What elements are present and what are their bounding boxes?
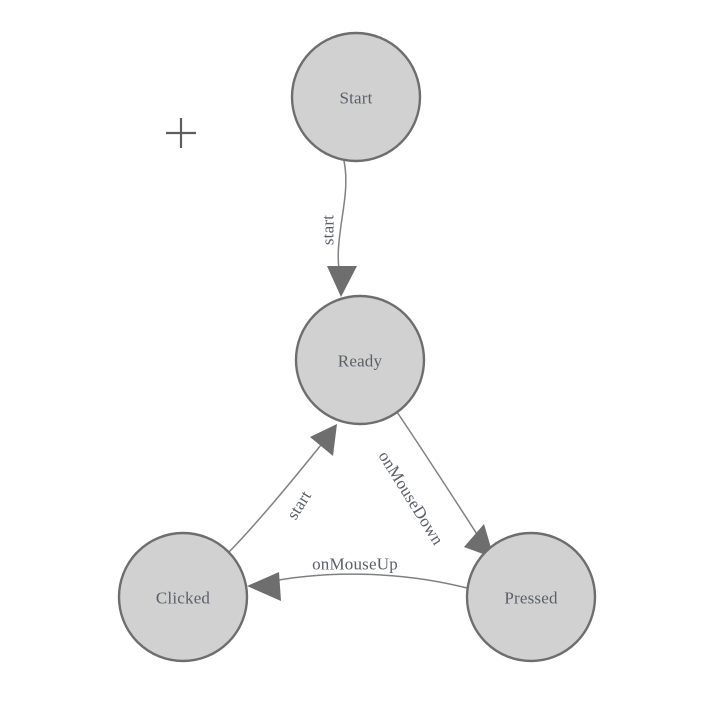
edge-path-start-to-ready: [337, 160, 347, 282]
node-circle-pressed[interactable]: [465, 531, 597, 663]
edge-label-start-to-ready: start: [319, 215, 338, 245]
arrowhead-clicked-to-ready: [310, 424, 337, 456]
node-ready[interactable]: Ready: [294, 294, 426, 426]
edge-clicked-to-ready[interactable]: start: [228, 424, 337, 553]
edge-pressed-to-clicked[interactable]: onMouseUp: [247, 555, 468, 602]
edge-label-ready-to-pressed: onMouseDown: [375, 448, 448, 549]
arrowhead-pressed-to-clicked: [247, 572, 281, 601]
node-label-pressed: Pressed: [504, 589, 558, 608]
edge-path-pressed-to-clicked: [262, 573, 468, 589]
arrowhead-start-to-ready: [327, 266, 357, 297]
node-start[interactable]: Start: [290, 31, 422, 163]
crosshair-icon: [166, 118, 196, 148]
edge-path-ready-to-pressed: [396, 411, 483, 543]
node-circle-ready[interactable]: [294, 294, 426, 426]
node-circle-start[interactable]: [290, 31, 422, 163]
node-pressed[interactable]: Pressed: [465, 531, 597, 663]
node-label-ready: Ready: [338, 352, 383, 371]
edge-label-clicked-to-ready: start: [283, 487, 315, 523]
node-circle-clicked[interactable]: [117, 531, 249, 663]
edge-path-clicked-to-ready: [228, 439, 326, 553]
edge-start-to-ready[interactable]: start: [319, 160, 358, 297]
edge-label-pressed-to-clicked: onMouseUp: [312, 555, 398, 574]
node-label-clicked: Clicked: [156, 589, 211, 608]
node-label-start: Start: [339, 89, 372, 108]
node-clicked[interactable]: Clicked: [117, 531, 249, 663]
edge-ready-to-pressed[interactable]: onMouseDown: [375, 411, 494, 558]
